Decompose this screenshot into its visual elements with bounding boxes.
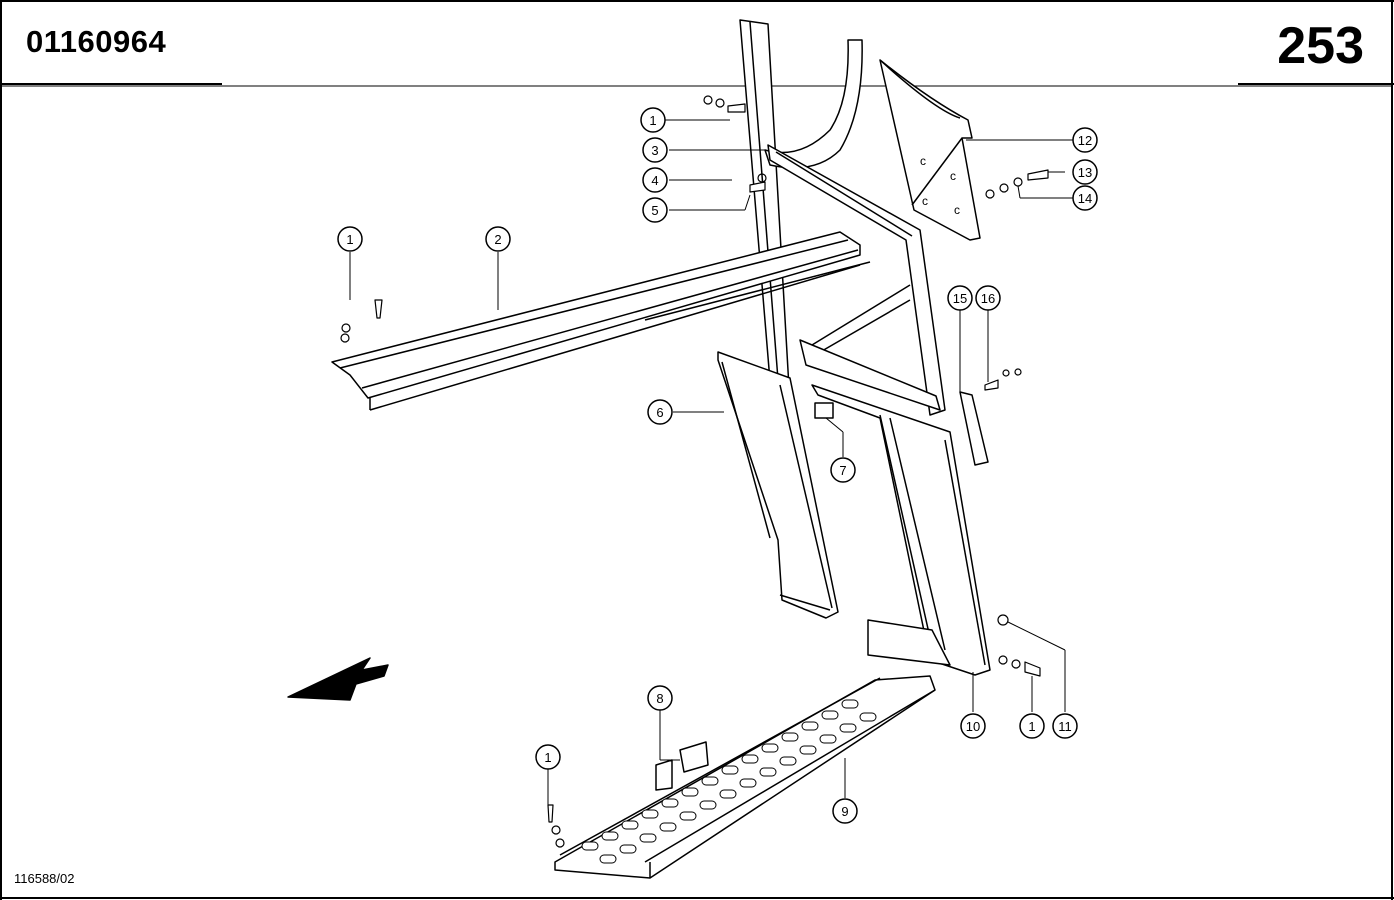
svg-text:c: c — [920, 154, 926, 168]
upper-frame-part — [739, 19, 946, 416]
callout-label: 7 — [839, 463, 846, 478]
part-number: 01160964 — [26, 24, 167, 59]
callout-7: 7 — [830, 457, 856, 483]
lower-frame-part — [811, 384, 991, 676]
callout-11: 11 — [1052, 713, 1078, 739]
callout-label: 15 — [953, 291, 967, 306]
svg-text:c: c — [922, 194, 928, 208]
step-bracket-part — [655, 741, 709, 791]
callout-1-right: 1 — [1019, 713, 1045, 739]
callout-label: 12 — [1078, 133, 1092, 148]
fasteners — [340, 95, 1049, 848]
callout-label: 6 — [656, 405, 663, 420]
curved-panel-part: c c c c — [879, 59, 981, 241]
callout-5: 5 — [642, 197, 668, 223]
callout-1-upper: 1 — [640, 107, 666, 133]
callout-13: 13 — [1072, 159, 1098, 185]
callout-8: 8 — [647, 685, 673, 711]
perforated-step-part — [554, 675, 936, 879]
callout-4: 4 — [642, 167, 668, 193]
step-perforations — [581, 699, 877, 864]
callout-label: 1 — [1028, 719, 1035, 734]
callout-9: 9 — [832, 798, 858, 824]
callout-label: 13 — [1078, 165, 1092, 180]
callout-1-lower: 1 — [535, 744, 561, 770]
travel-direction-arrow — [287, 657, 389, 701]
callout-1-left: 1 — [337, 226, 363, 252]
callout-label: 16 — [981, 291, 995, 306]
callout-10: 10 — [960, 713, 986, 739]
beam-part — [331, 231, 871, 411]
leader-lines — [349, 119, 1077, 805]
drawing-reference: 116588/02 — [14, 871, 75, 886]
small-bracket-part — [814, 402, 834, 419]
callout-markers: 1 2 3 4 5 1 6 7 8 9 1 10 1 11 12 13 14 1… — [337, 107, 1098, 824]
svg-text:c: c — [950, 169, 956, 183]
callout-14: 14 — [1072, 185, 1098, 211]
callout-3: 3 — [642, 137, 668, 163]
channel-part — [717, 351, 839, 619]
callout-label: 1 — [649, 113, 656, 128]
callout-label: 10 — [966, 719, 980, 734]
callout-label: 3 — [651, 143, 658, 158]
callout-label: 14 — [1078, 191, 1092, 206]
callout-6: 6 — [647, 399, 673, 425]
callout-label: 5 — [651, 203, 658, 218]
callout-12: 12 — [1072, 127, 1098, 153]
callout-label: 1 — [346, 232, 353, 247]
callout-label: 9 — [841, 804, 848, 819]
callout-15: 15 — [947, 285, 973, 311]
callout-label: 2 — [494, 232, 501, 247]
callout-label: 8 — [656, 691, 663, 706]
callout-2: 2 — [485, 226, 511, 252]
callout-label: 1 — [544, 750, 551, 765]
callout-16: 16 — [975, 285, 1001, 311]
callout-label: 4 — [651, 173, 658, 188]
callout-label: 11 — [1058, 719, 1072, 734]
page-number: 253 — [1277, 17, 1364, 75]
hinge-plate-part — [959, 391, 989, 466]
svg-text:c: c — [954, 203, 960, 217]
